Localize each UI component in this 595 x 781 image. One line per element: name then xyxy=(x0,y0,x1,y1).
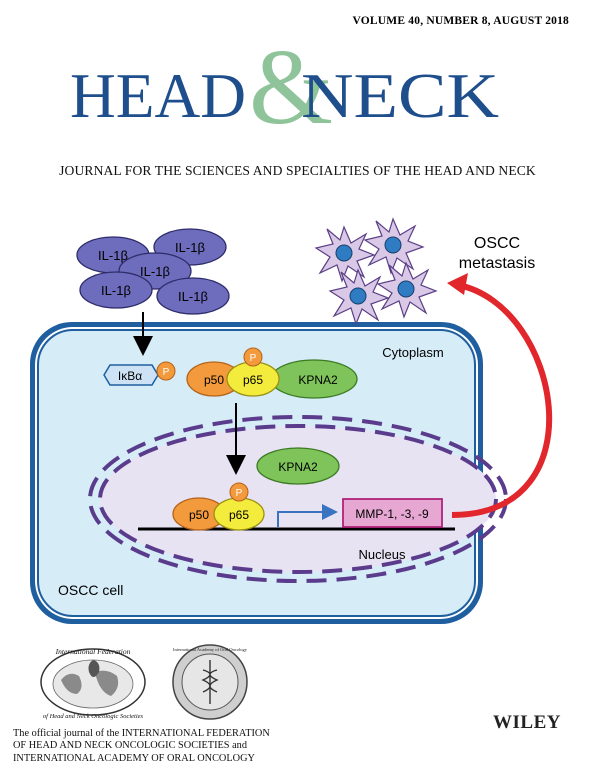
nucleus-label: Nucleus xyxy=(359,547,406,562)
phosphate-label: P xyxy=(236,488,243,499)
ifhnos-logo: International Federation of Head and Nec… xyxy=(40,647,146,720)
journal-masthead: & HEAD NECK xyxy=(70,38,499,138)
cytoplasmic-nfkb-complex: KPNA2 p50 p65 P xyxy=(186,347,358,399)
masthead-head: HEAD xyxy=(70,60,246,131)
il1b-ligand xyxy=(156,277,230,315)
il1b-label: IL-1β xyxy=(175,240,205,255)
metastasis-label-line2: metastasis xyxy=(459,255,535,272)
publisher-logo: WILEY xyxy=(493,712,561,733)
nucleus xyxy=(88,415,508,583)
nuclear-nfkb-complex: p50 p65 P xyxy=(172,482,265,531)
mmp-gene-box xyxy=(342,498,443,528)
metastasis-arrowhead xyxy=(447,273,468,295)
ikba-protein: IκBα P xyxy=(103,361,176,386)
il1b-label: IL-1β xyxy=(101,283,131,298)
logo1-line1: International Federation xyxy=(55,647,131,656)
footer-line: OF HEAD AND NECK ONCOLOGIC SOCIETIES and xyxy=(13,740,247,752)
nuclear-kpna2-label: KPNA2 xyxy=(278,460,318,474)
official-journal-statement: The official journal of the INTERNATIONA… xyxy=(13,728,270,765)
iaoo-seal: International Academy of Oral Oncology xyxy=(172,644,248,720)
p50-label: p50 xyxy=(204,373,224,387)
masthead-ampersand: & xyxy=(249,38,333,138)
volume-issue-line: VOLUME 40, NUMBER 8, AUGUST 2018 xyxy=(352,15,569,27)
metastatic-cell xyxy=(314,225,376,283)
phosphate-icon xyxy=(156,361,176,381)
metastatic-cells xyxy=(314,217,438,326)
nucleus-envelope-outer xyxy=(88,415,508,583)
nuclear-p50-label: p50 xyxy=(189,508,209,522)
footer-line: INTERNATIONAL ACADEMY OF ORAL ONCOLOGY xyxy=(13,752,255,764)
nuclear-kpna2-protein xyxy=(256,447,340,485)
pathway-diagram: IL-1β IL-1β IL-1β IL-1β IL-1β OSCC metas… xyxy=(30,217,553,624)
metastasis-arrow xyxy=(451,282,553,518)
metastatic-cell xyxy=(328,268,390,326)
p65-label: p65 xyxy=(243,373,263,387)
journal-subtitle: JOURNAL FOR THE SCIENCES AND SPECIALTIES… xyxy=(59,163,536,178)
logo2-ring-text: International Academy of Oral Oncology xyxy=(173,647,248,652)
mmp-label: MMP-1, -3, -9 xyxy=(355,507,429,521)
kpna2-label: KPNA2 xyxy=(298,373,338,387)
il1b-label: IL-1β xyxy=(178,289,208,304)
metastatic-cell xyxy=(376,261,438,319)
il1b-ligand xyxy=(79,271,153,309)
transcription-arrow xyxy=(277,504,338,527)
phosphate-icon xyxy=(229,482,249,502)
il1b-cluster: IL-1β IL-1β IL-1β IL-1β IL-1β xyxy=(76,228,230,315)
ikba-label: IκBα xyxy=(118,369,142,383)
il1b-label: IL-1β xyxy=(98,248,128,263)
il1b-label: IL-1β xyxy=(140,264,170,279)
cytoplasm-label: Cytoplasm xyxy=(382,345,443,360)
nucleus-envelope-inner xyxy=(98,424,498,574)
nuclear-p65-label: p65 xyxy=(229,508,249,522)
phosphate-label: P xyxy=(163,367,170,378)
phosphate-icon xyxy=(243,347,263,367)
caduceus-icon xyxy=(201,660,219,704)
logo1-line2: of Head and Neck Oncologic Societies xyxy=(43,713,144,720)
oscc-cell-label: OSCC cell xyxy=(58,582,123,598)
footer-line: The official journal of the INTERNATIONA… xyxy=(13,728,270,739)
phosphate-label: P xyxy=(250,353,257,364)
metastasis-label-line1: OSCC xyxy=(474,235,520,252)
masthead-neck: NECK xyxy=(301,60,499,131)
metastatic-cell xyxy=(363,217,425,275)
